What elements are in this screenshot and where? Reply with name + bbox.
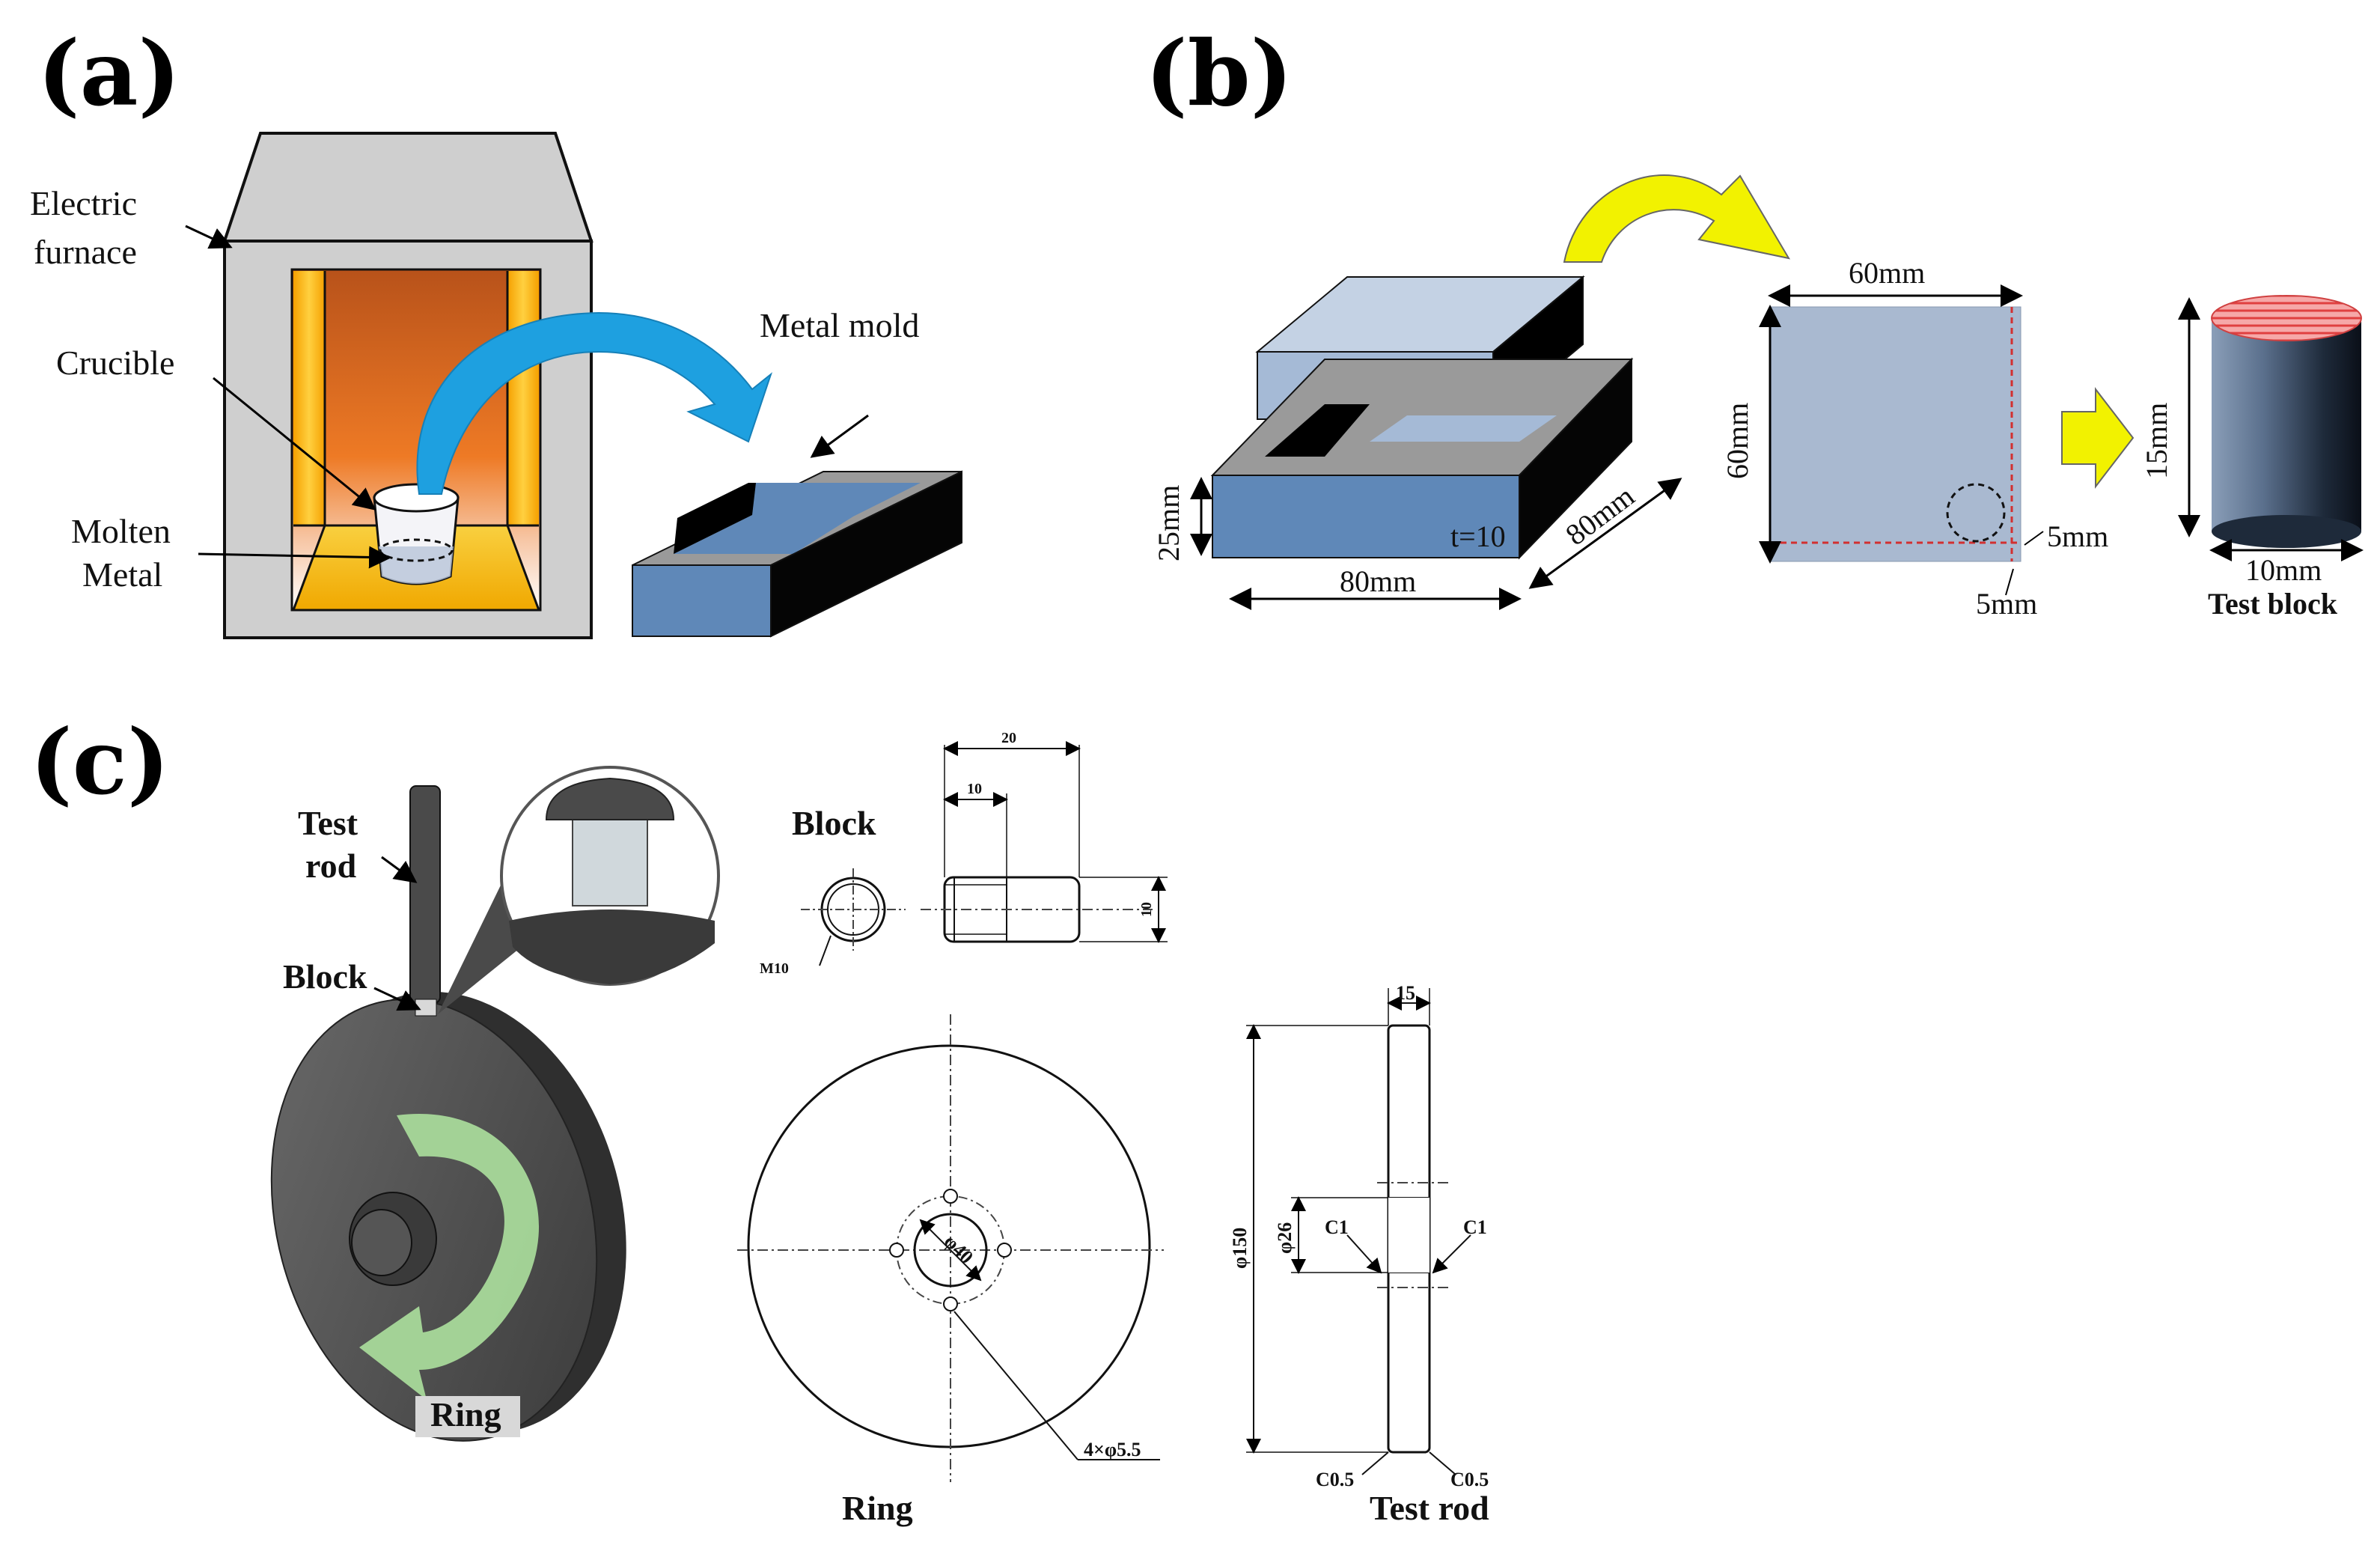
panel-c: (c) Test rod Block Ring [30, 710, 1489, 1527]
panel-b: (b) 25mm 80mm 80mm t=10 [1145, 21, 2364, 621]
block-leader [373, 987, 421, 1011]
mold-assembly [1210, 275, 1634, 560]
electric-furnace-label-2: furnace [34, 233, 137, 271]
electric-furnace-label: Electric [30, 184, 137, 222]
rod-dim-15: 15 [1396, 982, 1415, 1004]
straight-yellow-arrow [2061, 387, 2135, 489]
furnace-leader [185, 225, 233, 249]
test-label: Test [298, 804, 358, 842]
block-dim-20: 20 [1001, 730, 1016, 746]
dim-60top-label: 60mm [1849, 256, 1925, 290]
dim-80d-line [1528, 478, 1682, 589]
mold-leader [810, 414, 869, 458]
metal-label: Metal [82, 555, 162, 594]
wear-apparatus-3d [270, 766, 720, 1442]
drawing-rod-title: Test rod [1370, 1489, 1489, 1527]
rod-drawing [1246, 988, 1471, 1475]
panel-b-label: (b) [1145, 21, 1293, 127]
rod-dim-c05-right: C0.5 [1450, 1469, 1489, 1490]
dim-25-label: 25mm [1152, 485, 1186, 561]
metal-mold [632, 470, 962, 638]
rod-dim-phi26: φ26 [1274, 1222, 1296, 1254]
molten-leader [198, 546, 391, 569]
drawing-ring-title: Ring [842, 1489, 913, 1527]
rod-dim-c1-right: C1 [1463, 1216, 1487, 1238]
test-block-cylinder [2211, 295, 2362, 548]
rod-label: rod [305, 847, 357, 885]
block-dim-10-top: 10 [967, 781, 982, 797]
panel-c-label: (c) [30, 710, 170, 815]
plate-top-view [1769, 306, 2022, 562]
pour-arrow [416, 311, 773, 495]
block-dim-m10: M10 [760, 960, 789, 977]
metal-mold-label: Metal mold [760, 306, 919, 344]
panel-a-label: (a) [37, 21, 180, 127]
thickness-label: t=10 [1450, 519, 1506, 553]
dim-10-label: 10mm [2245, 553, 2322, 587]
ring-drawing [737, 1014, 1164, 1482]
block-label: Block [283, 957, 367, 996]
ring-dim-phi40: φ40 [940, 1231, 977, 1268]
block-dim-10-side: 10 [1138, 902, 1155, 917]
crucible-label: Crucible [56, 344, 174, 382]
rod-dim-c1-left: C1 [1325, 1216, 1349, 1238]
panel-a: (a) [30, 21, 962, 639]
dim-15-label: 15mm [2140, 403, 2173, 479]
dim-5b-label: 5mm [1976, 587, 2037, 621]
ring-dim-holes: 4×φ5.5 [1084, 1439, 1141, 1460]
drawing-block-title: Block [792, 804, 876, 842]
dim-5r-leader [2024, 531, 2044, 546]
molten-label: Molten [71, 512, 171, 550]
dim-60side-label: 60mm [1721, 403, 1754, 479]
ring-label: Ring [430, 1395, 501, 1433]
block-drawing [801, 741, 1168, 966]
crucible [373, 483, 460, 585]
curved-yellow-arrow [1563, 174, 1791, 263]
crucible-leader [213, 377, 376, 511]
rod-dim-c05-left: C0.5 [1316, 1469, 1354, 1490]
dim-5b-leader [2005, 568, 2014, 596]
dim-80w-label: 80mm [1340, 564, 1416, 598]
dim-5r-label: 5mm [2047, 519, 2108, 553]
test-block-label: Test block [2208, 587, 2338, 621]
rod-leader [381, 856, 418, 883]
rod-dim-phi150: φ150 [1229, 1228, 1251, 1269]
